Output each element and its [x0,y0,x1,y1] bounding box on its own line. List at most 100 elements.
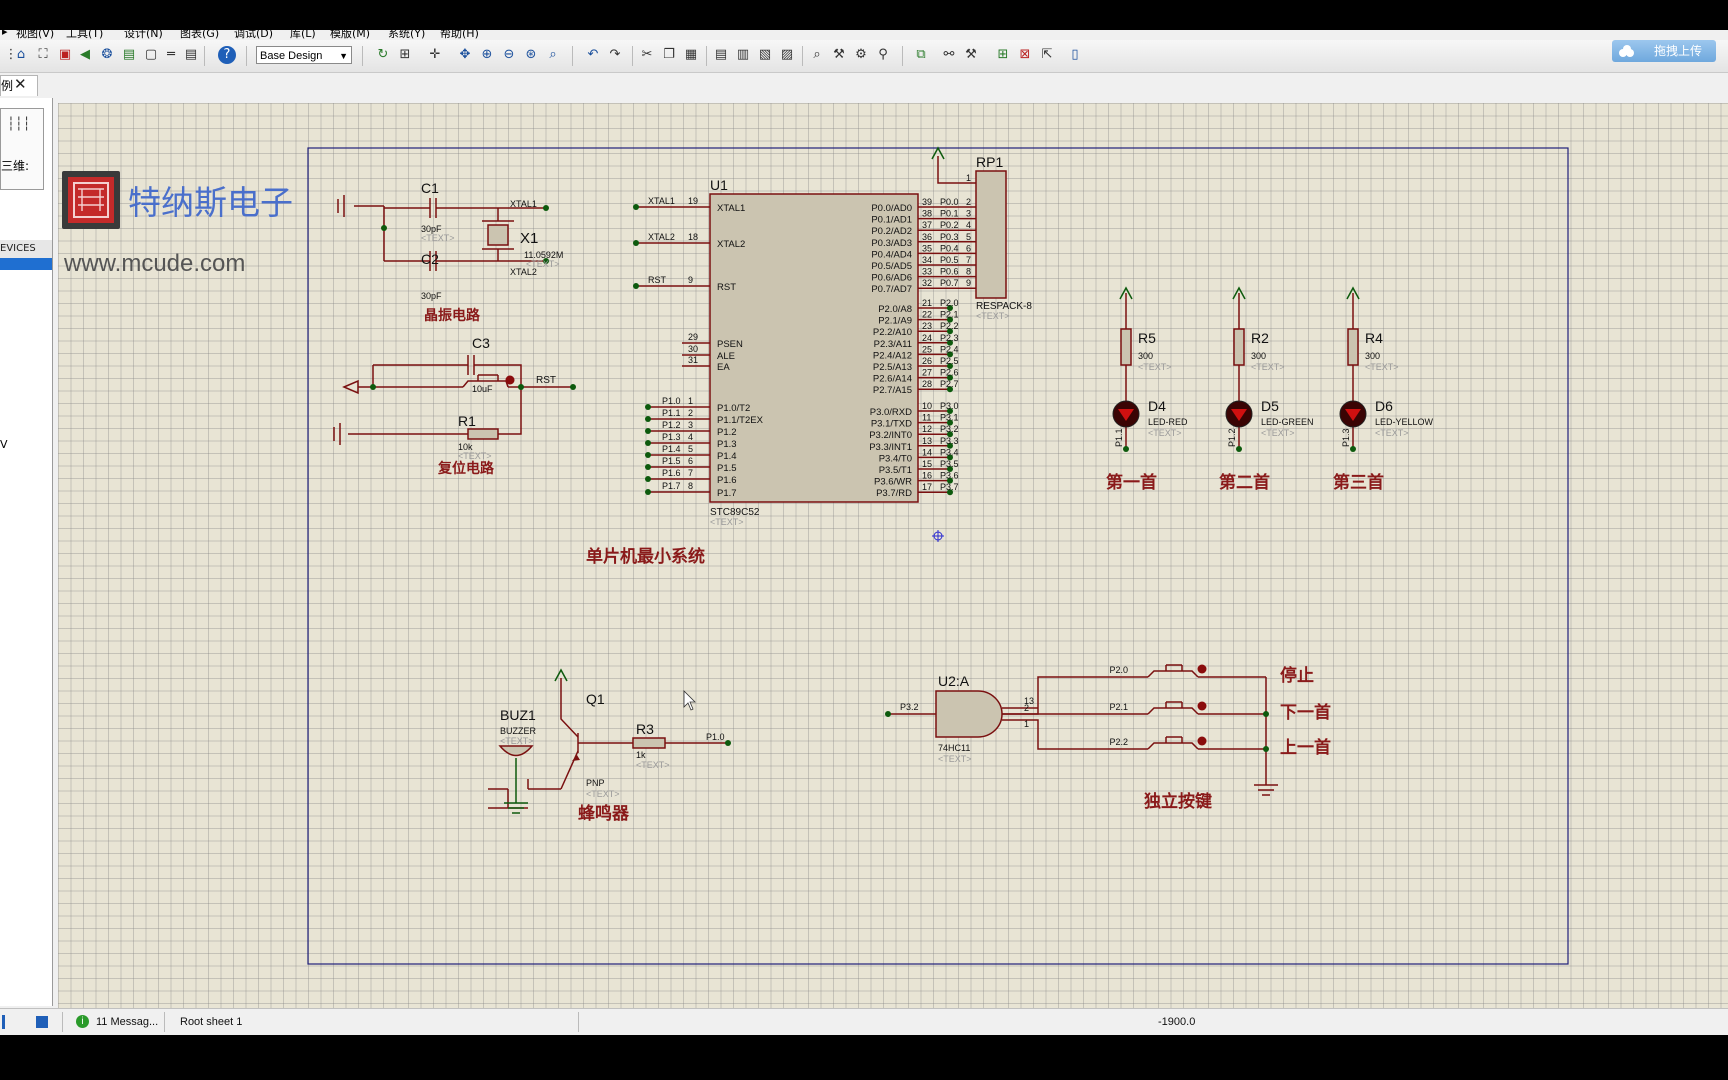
u1-right-pin-number: 32 [922,278,932,288]
redo-icon[interactable]: ↷ [609,47,621,62]
notes-icon[interactable]: ▤ [184,47,198,62]
u1-left-pin-node [645,428,651,434]
block-delete-icon[interactable]: ▨ [780,47,794,62]
u1-right-pin-name: P2.6/A14 [873,374,912,385]
u1-right-net-label: P3.4 [940,447,959,457]
u1-right-pin-node [947,419,953,426]
gate-out-net: P3.2 [900,702,919,712]
r3-value: 1k [636,750,646,760]
exit-parent-icon[interactable]: ⇱ [1041,47,1053,62]
menu-item-debug[interactable]: 调试(D) [234,30,274,40]
refresh-icon[interactable]: ↻ [377,47,389,62]
tab-schematic[interactable]: 例 [0,75,38,96]
messages-count[interactable]: 11 Messag... [96,1016,159,1028]
block-copy-icon[interactable]: ▤ [714,47,728,62]
u1-right-pin-node [947,339,953,346]
buzzer-symbol[interactable] [498,745,534,757]
schematic-icon[interactable]: ⛶ [38,47,48,62]
u1-left-pin-node [633,240,639,246]
u1-right-pin-number: 11 [922,413,931,423]
block-rotate-icon[interactable]: ▧ [758,47,772,62]
help-icon[interactable]: ? [218,46,236,64]
make-device-icon[interactable]: ⚒ [833,47,845,62]
undo-icon[interactable]: ↶ [587,47,599,62]
home-icon[interactable]: ⌂ [16,47,26,62]
origin-icon[interactable]: ✛ [429,47,441,62]
u1-right-pin-name: P2.1/A9 [878,316,912,327]
schematic-canvas[interactable]: 特纳斯电子 www.mcude.com C1 30pF <TEXT> C2 [58,103,1728,1008]
source-icon[interactable]: ▢ [144,47,158,62]
led-resistor-body [1233,328,1245,366]
stop-icon[interactable] [36,1016,48,1028]
menu-item-tools[interactable]: 工具(T) [66,30,104,40]
decompose-icon[interactable]: ⚲ [878,47,888,62]
cut-icon[interactable]: ✂ [641,47,653,62]
u1-right-pin-node [947,477,953,484]
search-icon[interactable]: ⚯ [943,47,955,62]
c3-ref: C3 [472,335,490,351]
pcb-icon[interactable]: ▣ [58,47,72,62]
u1-left-pin-node [645,476,651,482]
pan-icon[interactable]: ✥ [459,47,471,62]
gate-ref: U2:A [938,673,970,689]
new-sheet-icon[interactable]: ⊞ [997,47,1009,62]
menu-item-system[interactable]: 系统(Y) [388,30,426,40]
menu-item-view[interactable]: 视图(V) [16,30,55,40]
and-gate-symbol[interactable] [935,690,1003,738]
play-icon[interactable] [2,1015,5,1029]
led-part: LED-RED [1148,417,1188,427]
zoom-in-icon[interactable]: ⊕ [481,47,493,62]
u1-left-pin-number: 30 [688,344,698,354]
design-select[interactable]: Base Design ▼ [256,46,352,64]
u1-left-pin-node [645,464,651,470]
u1-right-pin-number: 10 [922,401,932,411]
wire-autorouter-icon[interactable]: ⧉ [916,47,926,62]
rp1-ref: RP1 [976,154,1003,170]
menu-item-template[interactable]: 模版(M) [330,30,371,40]
schematic-svg[interactable]: 特纳斯电子 www.mcude.com C1 30pF <TEXT> C2 [58,103,1728,1008]
block-move-icon[interactable]: ▥ [736,47,750,62]
vcc-arrow-icon [931,146,945,160]
grid-icon[interactable]: ⊞ [399,47,411,62]
copy-icon[interactable]: ❐ [663,47,675,62]
u1-right-net-label: P0.3 [940,232,959,242]
remove-sheet-icon[interactable]: ⊠ [1019,47,1031,62]
u1-left-net-label: XTAL1 [648,196,675,206]
menu-item-graph[interactable]: 图表(G) [180,30,220,40]
close-icon[interactable]: ✕ [14,75,27,93]
property-tool-icon[interactable]: ⚒ [965,47,977,62]
u1-left-pin-node [645,489,651,495]
menu-item-library[interactable]: 库(L) [290,30,316,40]
devices-selection[interactable] [0,258,52,270]
paste-icon[interactable]: ▦ [684,47,698,62]
cloud-upload-button[interactable]: 拖拽上传 [1612,40,1716,62]
u1-right-net-label: P2.2 [940,321,959,331]
r3-body[interactable] [632,737,666,749]
led-text: <TEXT> [1261,428,1295,438]
gerber-icon[interactable]: ◀ [80,47,90,62]
bus-icon[interactable]: ═ [167,47,175,62]
r1-value: 10k [458,442,473,452]
zoom-area-icon[interactable]: ⌕ [549,47,557,62]
u1-left-pin-number: 5 [688,444,693,454]
pins-icon[interactable]: ┆┆┆ [7,117,31,132]
u1-body[interactable] [709,193,919,503]
3d-icon[interactable]: ❂ [101,47,113,62]
u1-left-net-label: P1.0 [662,396,681,406]
zoom-out-icon[interactable]: ⊖ [503,47,515,62]
zoom-all-icon[interactable]: ⊛ [525,47,537,62]
u1-left-pin-number: 18 [688,232,698,242]
rp1-body[interactable] [975,170,1007,299]
packaging-icon[interactable]: ⚙ [855,47,867,62]
u1-right-pin-name: P3.2/INT0 [869,430,912,441]
bom-icon[interactable]: ▤ [122,47,136,62]
netlist-icon[interactable]: ▯ [1071,47,1079,62]
menu-item-help[interactable]: 帮助(H) [440,30,479,40]
design-select-value: Base Design [260,50,323,62]
menu-item-design[interactable]: 设计(N) [124,30,163,40]
u1-right-pin-node [947,466,953,472]
u1-left-net-label: P1.3 [662,432,681,442]
pick-device-icon[interactable]: ⌕ [813,47,821,62]
led-group: R5300<TEXT>D4LED-RED<TEXT>P1.1第一首R2300<T… [1106,286,1434,492]
